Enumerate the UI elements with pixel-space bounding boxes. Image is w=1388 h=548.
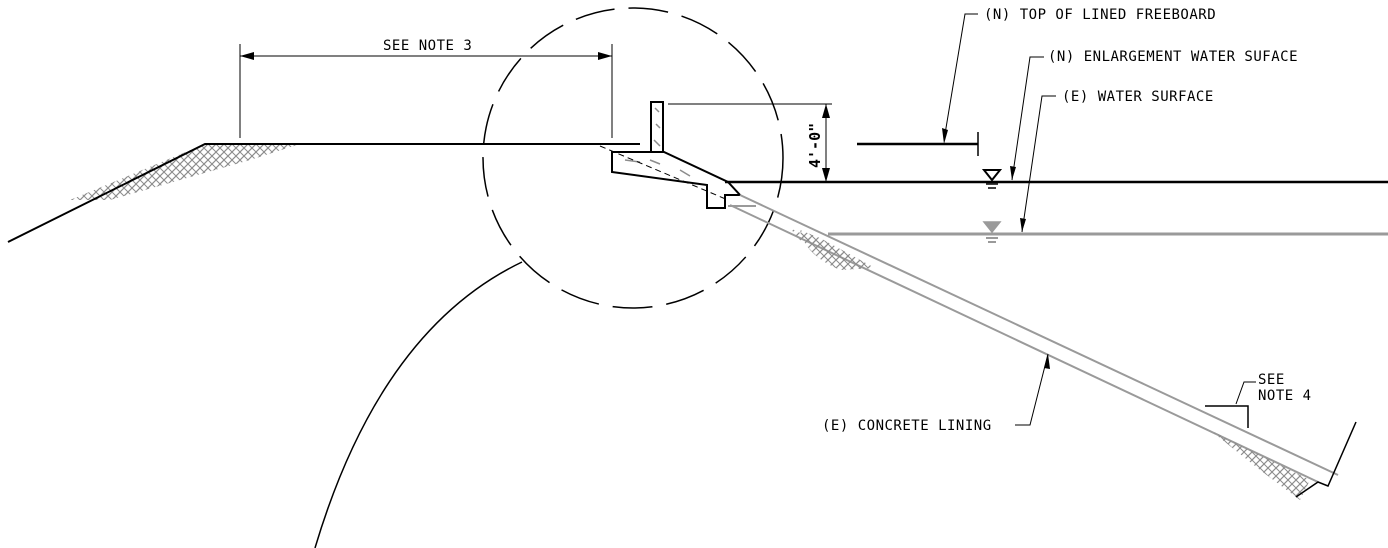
height-dimension: 4'-0" — [668, 103, 832, 182]
dimension-4ft-label: 4'-0" — [806, 123, 824, 168]
new-parapet-wall — [599, 101, 743, 209]
detail-leader-arc — [314, 261, 523, 548]
break-line — [1295, 421, 1357, 498]
concrete-lining-callout: (E) CONCRETE LINING — [822, 353, 1050, 434]
top-of-lined-freeboard-label: (N) TOP OF LINED FREEBOARD — [984, 7, 1216, 23]
concrete-lining-label: (E) CONCRETE LINING — [822, 418, 992, 434]
enlargement-water-surface-callout: (N) ENLARGEMENT WATER SUFACE — [981, 49, 1298, 189]
top-of-lined-freeboard-marker: (N) TOP OF LINED FREEBOARD — [857, 7, 1216, 156]
see-note-4-label-line2: NOTE 4 — [1258, 388, 1312, 404]
existing-water-surface-label: (E) WATER SURFACE — [1062, 89, 1214, 105]
embankment-hatch — [70, 144, 300, 200]
soil-hatch-lower — [1210, 430, 1310, 500]
see-note-3-label: SEE NOTE 3 — [383, 38, 472, 54]
see-note-4-callout: SEE NOTE 4 — [1205, 372, 1312, 428]
embankment — [7, 143, 640, 243]
see-note-3-dimension: SEE NOTE 3 — [239, 38, 613, 138]
enlargement-water-surface-label: (N) ENLARGEMENT WATER SUFACE — [1048, 49, 1298, 65]
embankment-outline — [7, 143, 640, 243]
see-note-4-label-line1: SEE — [1258, 372, 1285, 388]
detail-callout-circle — [482, 7, 784, 309]
existing-water-surface-callout: (E) WATER SURFACE — [982, 89, 1214, 243]
soil-hatch-mid — [800, 230, 875, 270]
